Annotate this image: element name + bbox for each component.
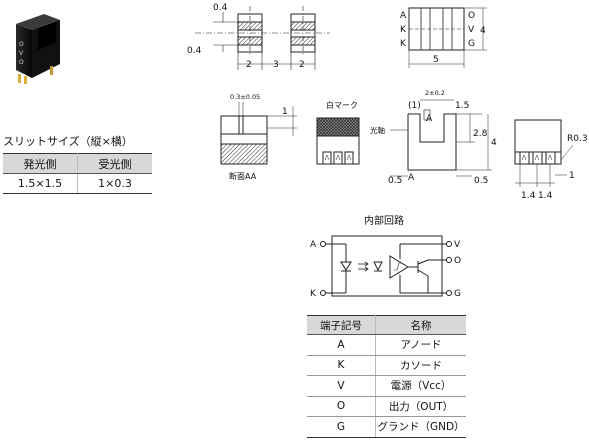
svg-text:V: V xyxy=(19,50,24,57)
pin-label-k1: K xyxy=(400,25,407,35)
terminal-header-symbol: 端子記号 xyxy=(307,315,376,335)
side-view-drawing: 2±0.2 (1) 1.5 A 光軸 2.8 4 A 0.5 0.5 xyxy=(370,89,497,186)
terminal-name: グランド（GND） xyxy=(375,416,466,438)
dim-2-left: 2 xyxy=(246,60,252,70)
pin-label-k2: K xyxy=(400,39,407,49)
circuit-pin-g: G xyxy=(454,289,461,299)
circuit-pin-o: O xyxy=(454,256,461,266)
pin-label-o: O xyxy=(468,11,475,21)
terminal-symbol: A xyxy=(307,334,376,356)
table-row: A アノード xyxy=(307,334,466,356)
dim-5-width: 5 xyxy=(433,55,439,65)
dim-1.4-b: 1.4 xyxy=(538,191,553,201)
dim-r0.3: R0.3 xyxy=(567,134,587,144)
slit-value-receiver: 1×0.3 xyxy=(77,173,152,194)
pin-label-g: G xyxy=(468,39,475,49)
internal-circuit-diagram: A K V O G xyxy=(310,235,461,299)
table-row: V 電源（Vcc） xyxy=(307,375,466,397)
circuit-pin-a: A xyxy=(310,240,317,250)
section-caption: 断面AA xyxy=(229,171,257,181)
circuit-title: 内部回路 xyxy=(364,216,404,227)
dim-1.4-a: 1.4 xyxy=(521,191,536,201)
table-row: O 出力（OUT） xyxy=(307,396,466,417)
axis-label: 光軸 xyxy=(370,125,385,135)
slit-header-receiver: 受光側 xyxy=(77,153,152,174)
dim-0.4-top: 0.4 xyxy=(213,3,228,13)
dim-0.5-right: 0.5 xyxy=(474,176,488,186)
dim-paren-1: (1) xyxy=(408,101,421,111)
circuit-pin-k: K xyxy=(310,289,317,299)
dim-4-height: 4 xyxy=(480,26,486,36)
svg-text:O: O xyxy=(19,59,24,66)
dim-0.4-bottom: 0.4 xyxy=(187,46,202,56)
circuit-pin-v: V xyxy=(454,240,461,250)
terminal-symbol: K xyxy=(307,355,376,376)
terminal-header-name: 名称 xyxy=(375,315,466,335)
white-mark-label: 白マーク xyxy=(326,100,358,110)
marker-a: A xyxy=(426,114,433,124)
pin-label-a: A xyxy=(400,11,407,21)
white-mark-drawing: 白マーク xyxy=(316,100,360,165)
dim-slit: 0.3±0.05 xyxy=(230,93,260,101)
product-photo: O V O xyxy=(16,14,60,84)
slit-value-emitter: 1.5×1.5 xyxy=(3,173,78,194)
dim-1-pin: 1 xyxy=(569,171,575,181)
terminal-table: 端子記号 名称 A アノード K カソード V 電源（Vcc） O 出力（OUT… xyxy=(307,315,466,438)
table-row: K カソード xyxy=(307,355,466,376)
terminal-name: 電源（Vcc） xyxy=(375,375,466,397)
dim-0.5-left: 0.5 xyxy=(388,176,402,186)
dim-2-top: 2±0.2 xyxy=(425,89,445,97)
dim-2-right: 2 xyxy=(299,60,305,70)
dim-3: 3 xyxy=(273,60,279,70)
pin-label-v: V xyxy=(468,25,475,35)
slit-header-emitter: 発光側 xyxy=(3,153,78,174)
terminal-symbol: V xyxy=(307,375,376,397)
table-row: G グランド（GND） xyxy=(307,416,466,438)
terminal-name: カソード xyxy=(375,355,466,376)
section-aa-drawing: 0.3±0.05 1 断面AA xyxy=(220,93,297,181)
terminal-name: 出力（OUT） xyxy=(375,396,466,417)
slit-table: 発光側 受光側 1.5×1.5 1×0.3 xyxy=(3,153,152,194)
marker-a-bottom: A xyxy=(408,173,415,183)
terminal-symbol: G xyxy=(307,416,376,438)
svg-text:O: O xyxy=(19,41,24,48)
slit-caption: スリットサイズ（縦×横） xyxy=(3,135,133,148)
dim-2.8: 2.8 xyxy=(473,129,488,139)
pin-view-drawing: A K K O V G 4 5 xyxy=(400,7,487,68)
dim-1: 1 xyxy=(282,107,288,117)
terminal-symbol: O xyxy=(307,396,376,417)
terminal-name: アノード xyxy=(375,334,466,356)
dim-1.5: 1.5 xyxy=(455,101,469,111)
top-view-drawing: 0.4 0.4 2 3 2 xyxy=(187,3,330,70)
end-view-drawing: R0.3 1.4 1.4 1 xyxy=(514,119,587,201)
dim-4: 4 xyxy=(491,138,497,148)
